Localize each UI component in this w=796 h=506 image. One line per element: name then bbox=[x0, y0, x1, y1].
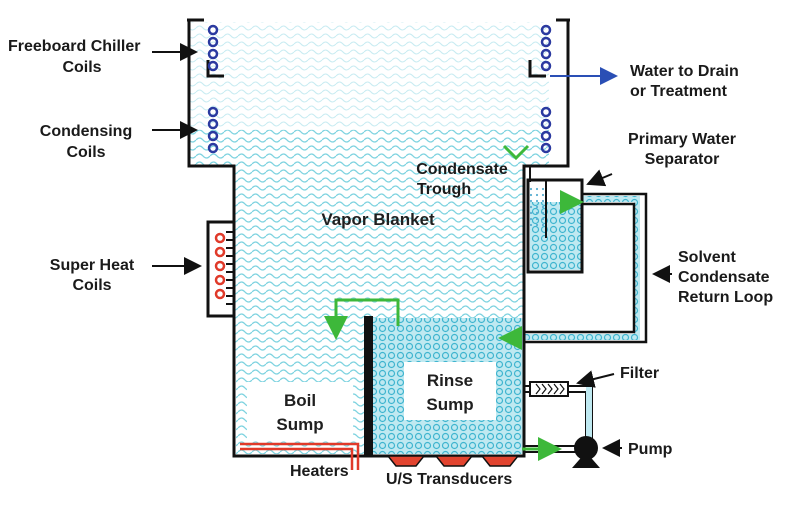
rinse-sump-label-line2: Sump bbox=[426, 395, 473, 414]
primary-separator-label-line2: Separator bbox=[645, 151, 720, 168]
trough-label-line2: Trough bbox=[417, 181, 471, 198]
heaters bbox=[240, 442, 360, 470]
primary-separator-label-line1: Primary Water bbox=[628, 131, 736, 148]
boil-sump-label-line1: Boil bbox=[284, 391, 316, 410]
water-drain-label-line1: Water to Drain bbox=[630, 63, 739, 80]
primary-water-separator bbox=[526, 178, 584, 274]
vapor-blanket-label: Vapor Blanket bbox=[321, 210, 435, 229]
condensate-trough bbox=[502, 144, 530, 161]
solvent-loop-label-line1: Solvent bbox=[678, 249, 736, 266]
return-loop-pipe bbox=[524, 192, 648, 344]
rinse-sump-box bbox=[404, 362, 496, 420]
filter-element bbox=[535, 383, 565, 395]
water-drain-label-line2: or Treatment bbox=[630, 83, 728, 100]
solvent-loop-label-line2: Condensate bbox=[678, 269, 770, 286]
freeboard-zone bbox=[189, 22, 549, 130]
pointer-arrows bbox=[152, 43, 672, 457]
freeboard-label-line1: Freeboard Chiller bbox=[8, 38, 140, 55]
flow-arrows bbox=[324, 190, 584, 461]
filter-label: Filter bbox=[620, 365, 659, 382]
transducers-label: U/S Transducers bbox=[386, 471, 512, 488]
superheat-label-line1: Super Heat bbox=[50, 257, 135, 274]
divider-wall-top bbox=[364, 316, 373, 322]
freeboard-label-line2: Coils bbox=[62, 59, 101, 76]
filter-line-fill bbox=[586, 387, 592, 440]
vapor-zone-upper bbox=[189, 130, 549, 166]
super-heat-coils bbox=[214, 232, 226, 300]
condensing-label-line2: Coils bbox=[66, 144, 105, 161]
pump-label: Pump bbox=[628, 441, 673, 458]
superheat-label-line2: Coils bbox=[72, 277, 111, 294]
freeboard-chiller-coils bbox=[207, 24, 552, 72]
us-transducers bbox=[386, 455, 520, 467]
boil-sump-label-line2: Sump bbox=[276, 415, 323, 434]
pump bbox=[524, 436, 600, 468]
boil-sump-box bbox=[247, 382, 353, 440]
separator-droplets bbox=[530, 186, 544, 226]
trough-label-line1: Condensate bbox=[416, 161, 508, 178]
condensing-label-line1: Condensing bbox=[40, 123, 132, 140]
filter bbox=[529, 381, 569, 397]
condensing-coils bbox=[207, 106, 552, 154]
sump-divider-wall bbox=[364, 316, 373, 456]
heaters-label: Heaters bbox=[290, 463, 349, 480]
rinse-sump-label-line1: Rinse bbox=[427, 371, 473, 390]
solvent-loop-label-line3: Return Loop bbox=[678, 289, 773, 306]
